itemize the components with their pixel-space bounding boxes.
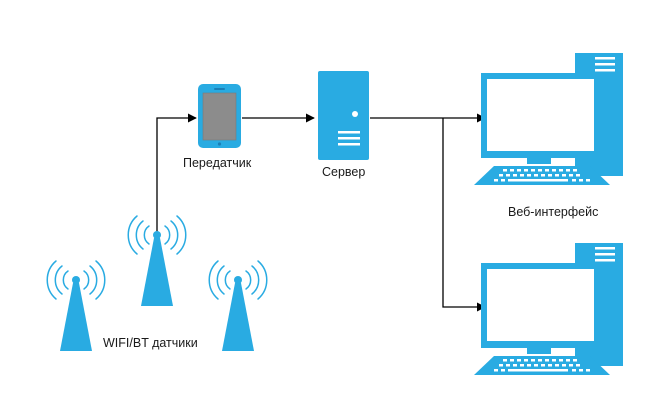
connectors — [156, 113, 486, 312]
desktop-computer-icon — [474, 243, 623, 375]
web-interface-label: Веб-интерфейс — [508, 205, 598, 219]
sensors-label: WIFI/BT датчики — [103, 336, 198, 350]
wireless-antenna-icon — [208, 260, 268, 351]
wireless-antenna-icon — [46, 260, 106, 351]
desktop-computer-icon — [474, 53, 623, 185]
connector-server-to-computer-bottom — [442, 118, 486, 312]
tablet-icon — [198, 84, 241, 148]
server-tower-icon — [318, 71, 369, 160]
transmitter-label: Передатчик — [183, 156, 252, 170]
connector-sensor-to-transmitter — [156, 113, 197, 232]
server-label: Сервер — [322, 165, 365, 179]
wireless-antenna-icon — [127, 215, 187, 306]
